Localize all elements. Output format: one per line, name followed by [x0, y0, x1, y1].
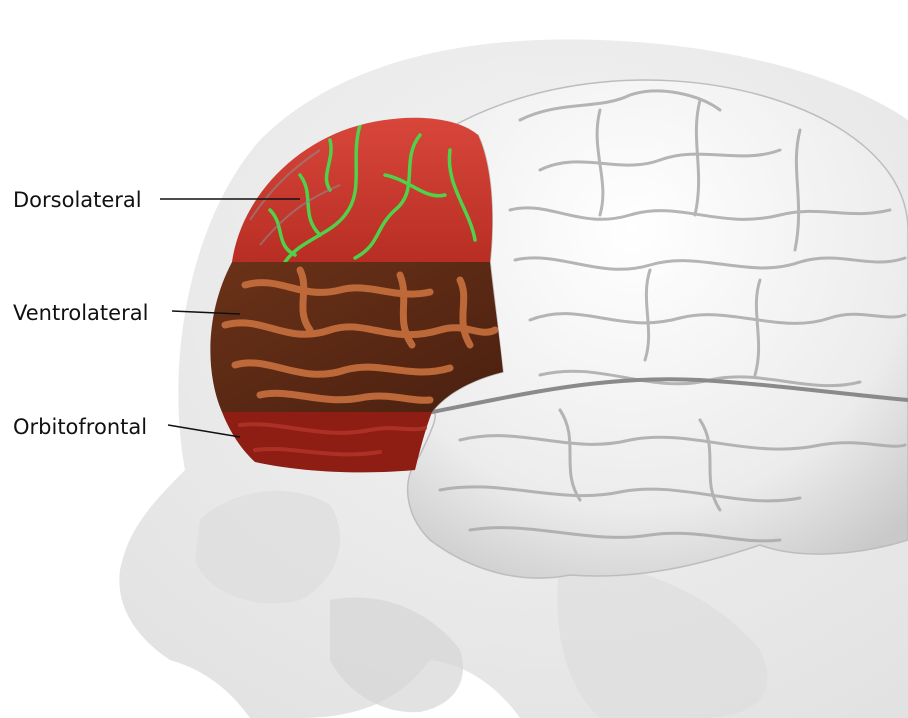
label-ventrolateral: Ventrolateral: [13, 301, 148, 325]
label-orbitofrontal: Orbitofrontal: [13, 415, 147, 439]
label-dorsolateral: Dorsolateral: [13, 188, 142, 212]
brain-illustration: [407, 79, 908, 579]
ventrolateral-leader-line: [171, 310, 241, 315]
ventrolateral-region: [210, 262, 503, 412]
orbitofrontal-leader-line: [167, 424, 241, 438]
dorsolateral-region: [232, 117, 493, 262]
orbitofrontal-region: [222, 412, 432, 473]
